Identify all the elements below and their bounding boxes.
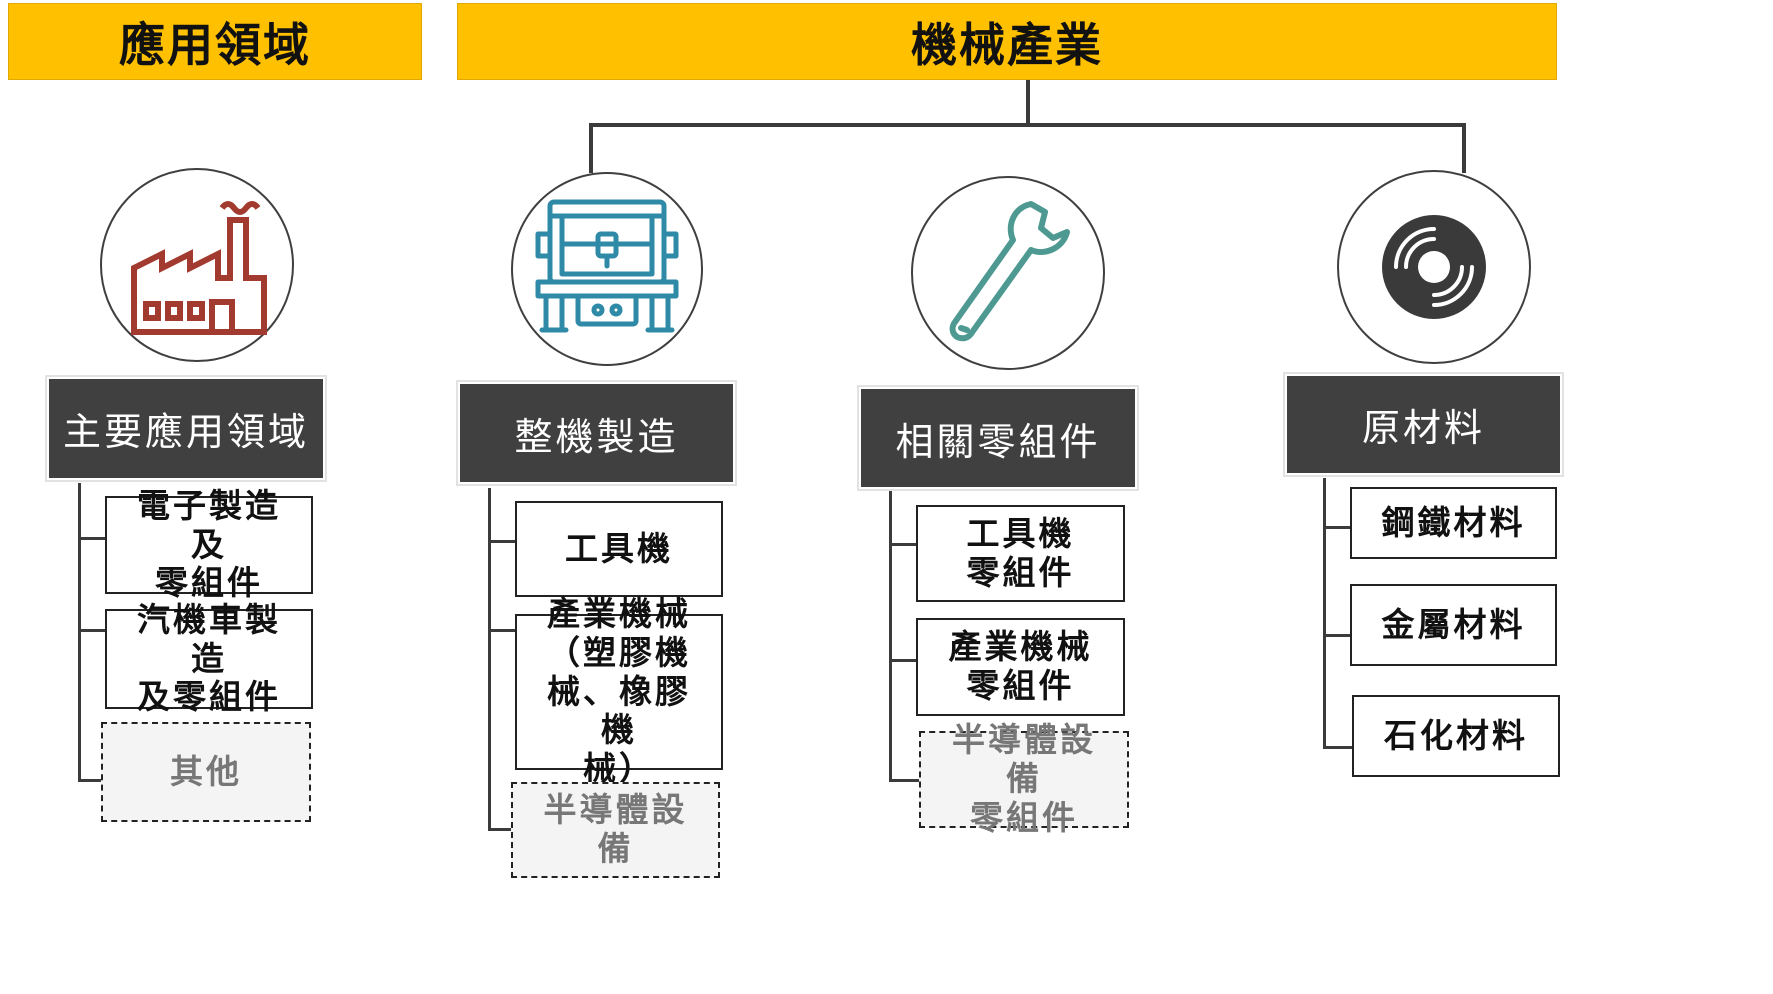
components-tree-line (889, 491, 892, 781)
applications-item-other-label: 其他 (170, 751, 242, 791)
machine-item-industrial: 產業機械 （塑膠機 械、橡膠機 械） (515, 594, 723, 788)
materials-item-metal: 金屬材料 (1350, 584, 1557, 666)
materials-title-box: 原材料 (1283, 372, 1564, 477)
applications-branch-3 (78, 779, 104, 782)
components-item-machine-tool-parts: 工具機 零組件 (916, 505, 1125, 602)
wrench-icon (949, 201, 1070, 342)
components-title-box: 相關零組件 (857, 385, 1139, 491)
applications-title: 主要應用領域 (62, 410, 309, 454)
machine-tree-line (488, 488, 491, 830)
applications-item-automotive: 汽機車製造 及零組件 (105, 600, 313, 716)
factory-icon (131, 201, 267, 335)
machine-branch-2 (488, 629, 516, 632)
machine-item-semiconductor: 半導體設備 (511, 782, 720, 878)
materials-branch-2 (1323, 634, 1351, 637)
components-title: 相關零組件 (895, 419, 1101, 464)
materials-branch-1 (1323, 526, 1351, 529)
machine-circle (511, 172, 703, 366)
components-item-industrial-parts: 產業機械 零組件 (916, 618, 1125, 716)
machine-item-semiconductor-label: 半導體設備 (543, 790, 688, 868)
applications-item-other: 其他 (101, 722, 311, 822)
machinery-industry-header: 機械產業 (457, 3, 1557, 80)
applications-item-electronics: 電子製造及 零組件 (105, 486, 313, 602)
wrench-circle (911, 176, 1105, 370)
components-item-industrial-parts-label: 產業機械 零組件 (948, 627, 1093, 705)
machine-item-industrial-label: 產業機械 （塑膠機 械、橡膠機 械） (547, 593, 691, 789)
components-branch-3 (889, 779, 919, 782)
machine-title-box: 整機製造 (456, 380, 737, 486)
machine-title: 整機製造 (514, 414, 679, 459)
applications-tree-line (78, 483, 81, 781)
application-domain-header: 應用領域 (8, 3, 422, 80)
materials-item-petrochemical: 石化材料 (1352, 695, 1560, 777)
disc-circle (1337, 170, 1531, 364)
connector-drop-machine (589, 123, 593, 173)
components-item-semiconductor-parts-label: 半導體設備 零組件 (952, 720, 1096, 837)
machine-item-machine-tools-label: 工具機 (565, 528, 673, 568)
applications-item-electronics-label: 電子製造及 零組件 (137, 485, 281, 603)
materials-item-steel-label: 鋼鐵材料 (1381, 502, 1526, 542)
disc-icon (1382, 215, 1486, 319)
machinery-industry-header-label: 機械產業 (911, 17, 1103, 72)
materials-title: 原材料 (1361, 406, 1485, 450)
materials-tree-line (1323, 478, 1326, 748)
applications-title-box: 主要應用領域 (45, 375, 327, 482)
connector-horizontal (589, 123, 1466, 127)
materials-item-petrochemical-label: 石化材料 (1384, 715, 1528, 755)
applications-item-automotive-label: 汽機車製造 及零組件 (137, 599, 281, 717)
components-branch-2 (889, 659, 917, 662)
applications-branch-2 (78, 629, 106, 632)
components-branch-1 (889, 543, 917, 546)
materials-item-metal-label: 金屬材料 (1381, 604, 1526, 644)
cnc-machine-icon (535, 199, 679, 333)
application-domain-header-label: 應用領域 (119, 17, 311, 72)
applications-branch-1 (78, 537, 106, 540)
machine-branch-3 (488, 828, 512, 831)
materials-item-steel: 鋼鐵材料 (1350, 487, 1557, 559)
components-item-machine-tool-parts-label: 工具機 零組件 (966, 513, 1075, 592)
connector-trunk (1026, 80, 1030, 126)
connector-drop-materials (1462, 123, 1466, 173)
machine-branch-1 (488, 540, 516, 543)
components-item-semiconductor-parts: 半導體設備 零組件 (919, 720, 1129, 837)
materials-branch-3 (1323, 746, 1353, 749)
factory-circle (100, 168, 294, 362)
machine-item-machine-tools: 工具機 (515, 501, 723, 597)
